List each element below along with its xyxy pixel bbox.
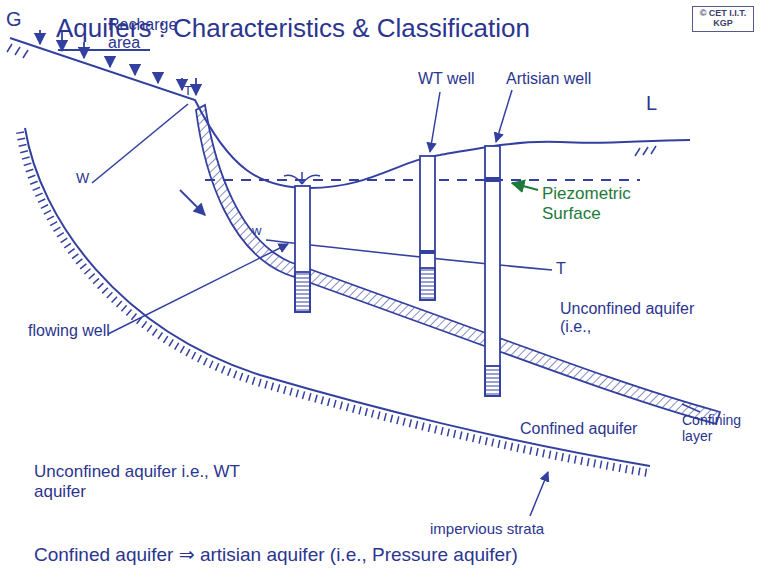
surface-label: Piezometric Surface [542,184,662,223]
recharge-label: Recharge area [108,16,188,53]
well-label: WT well [418,70,475,88]
definition-note: Confined aquifer ⇒ artisian aquifer (i.e… [34,544,518,566]
point-letter: W [76,170,89,186]
point-letter: T [184,84,192,99]
point-letter: w [252,224,261,239]
strata-label: impervious strata [430,520,544,537]
well-label: Artisian well [506,70,591,88]
point-letter: L [646,92,657,115]
well-label: flowing well [28,322,110,340]
watermark-box: © CET I.I.T. KGP [692,6,754,32]
point-letter: T [556,260,566,278]
point-letter: G [6,8,22,31]
definition-note: Unconfined aquifer i.e., WT aquifer [34,462,254,501]
aquifer-label: Unconfined aquifer (i.e., [560,300,710,337]
watermark-text: © CET I.I.T. KGP [696,9,750,29]
layer-label: Confining layer [682,412,758,444]
aquifer-label: Confined aquifer [520,420,637,438]
